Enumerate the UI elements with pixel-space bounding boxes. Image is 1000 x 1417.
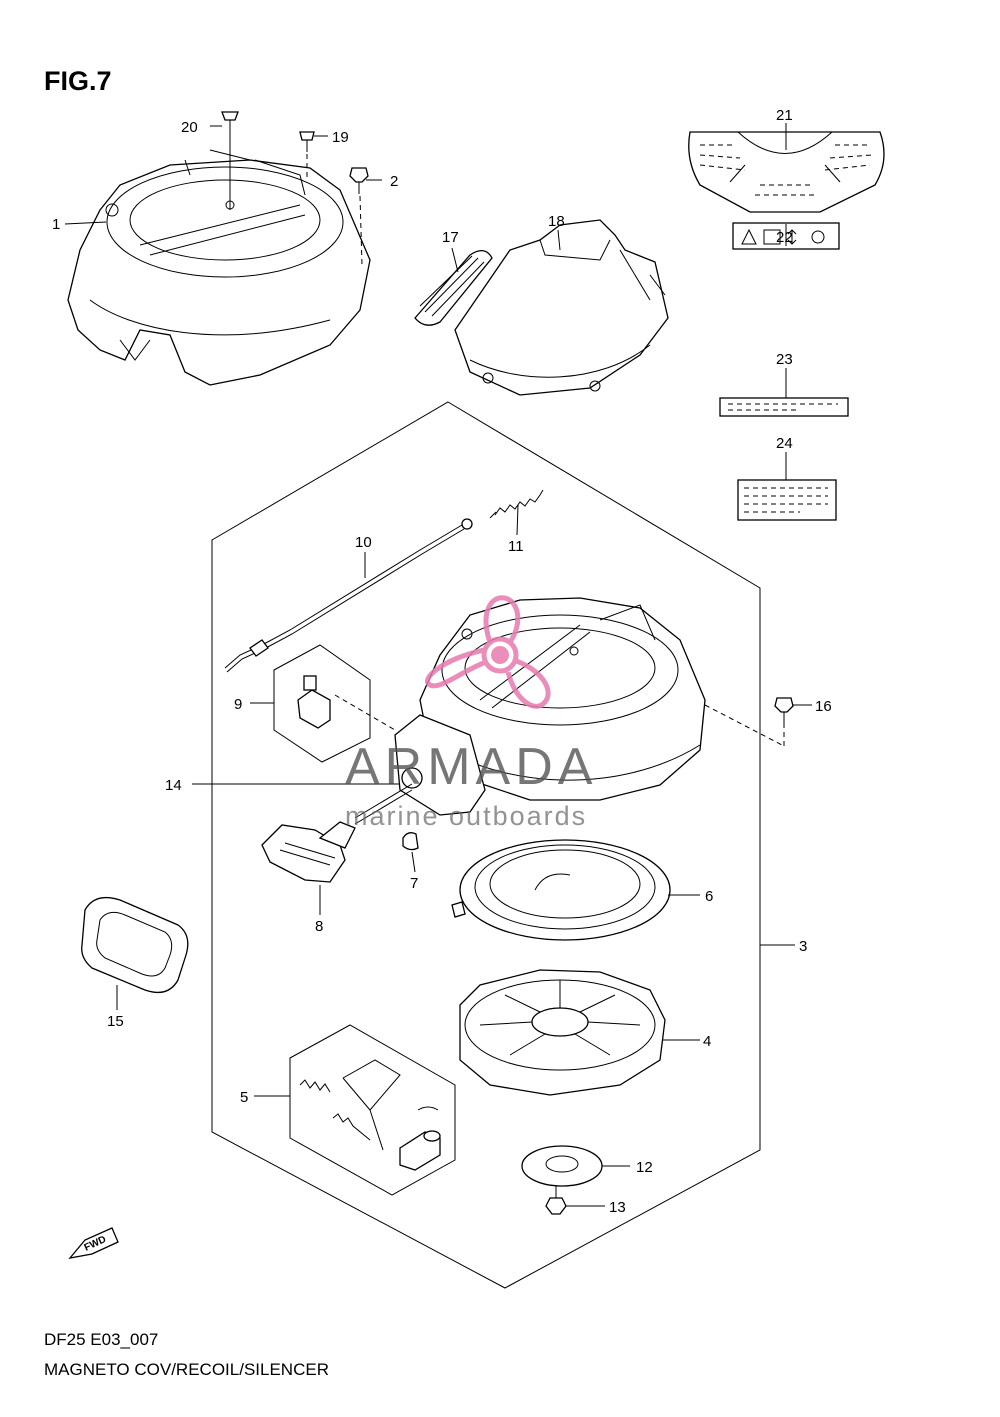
pawl-kit-5: [289, 1024, 456, 1196]
propeller-logo-icon: [425, 595, 551, 709]
callout-20: 20: [181, 119, 198, 136]
callout-3: 3: [799, 938, 807, 955]
assembly-boundary: [211, 401, 761, 1289]
watermark-brand: ARMADA: [345, 738, 597, 796]
plate-12: [521, 1145, 603, 1187]
watermark-subtitle: marine outboards: [345, 801, 587, 831]
figure-caption: MAGNETO COV/RECOIL/SILENCER: [44, 1360, 329, 1379]
callout-numbers: 1 2 3 4 5 6 7 8 9 10 11 12 13 14 15 16 1…: [52, 107, 832, 1216]
spring-11: [489, 489, 544, 519]
model-code: DF25 E03_007: [44, 1330, 158, 1349]
label-24: [737, 479, 837, 521]
bolt-16: [774, 697, 794, 748]
callout-13: 13: [609, 1199, 626, 1216]
screw-20: [221, 111, 239, 202]
leader-lines: [64, 123, 812, 1207]
callout-23: 23: [776, 351, 793, 368]
callout-5: 5: [240, 1089, 248, 1106]
callout-18: 18: [548, 213, 565, 230]
cable-10: [224, 518, 473, 673]
bolt-13: [545, 1186, 567, 1215]
callout-15: 15: [107, 1013, 124, 1030]
callout-11: 11: [508, 538, 524, 555]
label-23: [719, 397, 849, 417]
figure-title: FIG.7: [44, 66, 112, 96]
callout-12: 12: [636, 1159, 653, 1176]
callout-17: 17: [442, 229, 459, 246]
handle-8: [261, 821, 356, 883]
callout-21: 21: [776, 107, 793, 124]
callout-1: 1: [52, 216, 60, 233]
watermark: ARMADA marine outboards: [345, 595, 597, 831]
callout-4: 4: [703, 1033, 711, 1050]
callout-16: 16: [815, 698, 832, 715]
callout-19: 19: [332, 129, 349, 146]
magneto-cover: [67, 149, 371, 386]
fwd-arrow-icon: FWD: [68, 1227, 119, 1259]
callout-24: 24: [776, 435, 793, 452]
callout-10: 10: [355, 534, 372, 551]
callout-8: 8: [315, 918, 323, 935]
bushing-7: [402, 832, 419, 851]
callout-7: 7: [410, 875, 418, 892]
rope-guide-14: [354, 714, 486, 825]
recoil-spring-6: [451, 839, 671, 941]
intake-grille-17: [414, 250, 493, 326]
screw-19: [299, 131, 315, 180]
silencer-18: [454, 219, 669, 396]
bracket-9: [273, 644, 396, 763]
callout-22: 22: [776, 229, 793, 246]
callout-9: 9: [234, 696, 242, 713]
decal-21: [688, 131, 885, 213]
reel-4: [459, 969, 666, 1096]
seal-15: [81, 896, 189, 994]
callout-14: 14: [165, 777, 182, 794]
callout-6: 6: [705, 888, 713, 905]
callout-2: 2: [390, 173, 398, 190]
bolt-2: [349, 167, 369, 266]
